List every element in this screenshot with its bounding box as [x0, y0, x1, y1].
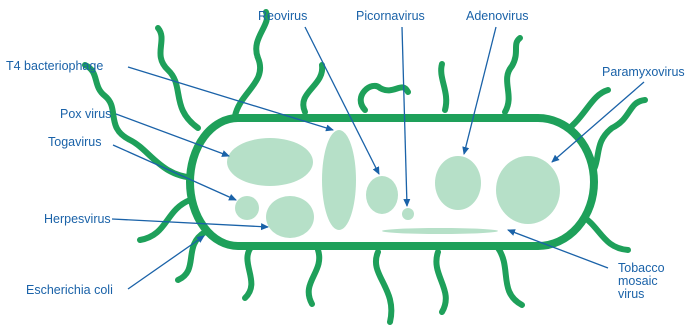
togavirus-label: Togavirus [48, 135, 102, 149]
paramyxovirus-label: Paramyxovirus [602, 65, 685, 79]
flagellum [235, 12, 267, 116]
togavirus-particle [235, 196, 259, 220]
herpesvirus-particle [266, 196, 314, 238]
t4-bacteriophage-particle [322, 130, 356, 230]
flagellum [178, 232, 205, 280]
tobacco-mosaic-virus-label-line2: mosaic [618, 274, 658, 288]
flagellum [498, 248, 522, 305]
reovirus-label: Reovirus [258, 9, 307, 23]
flagellum [505, 38, 520, 112]
flagellum [140, 200, 190, 240]
tobacco-mosaic-virus-particle [382, 228, 498, 234]
picornavirus-particle [402, 208, 414, 220]
flagellum [361, 86, 408, 110]
adenovirus-label: Adenovirus [466, 9, 529, 23]
t4-bacteriophage-label: T4 bacteriophage [6, 59, 103, 73]
flagellum [309, 250, 320, 304]
pox-virus-label: Pox virus [60, 107, 111, 121]
tobacco-mosaic-virus-label-line1: Tobacco [618, 261, 665, 275]
flagellum [376, 252, 391, 322]
flagellum [436, 252, 445, 312]
flagellum [303, 65, 322, 112]
tobacco-mosaic-virus-label-line3: virus [618, 287, 644, 301]
adenovirus-particle [435, 156, 481, 210]
paramyxovirus-particle [496, 156, 560, 224]
picornavirus-label: Picornavirus [356, 9, 425, 23]
pox-virus-particle [227, 138, 313, 186]
escherichia-coli-label: Escherichia coli [26, 283, 113, 297]
herpesvirus-label: Herpesvirus [44, 212, 111, 226]
reovirus-particle [366, 176, 398, 214]
flagellum [245, 246, 252, 298]
flagellum [441, 64, 446, 110]
